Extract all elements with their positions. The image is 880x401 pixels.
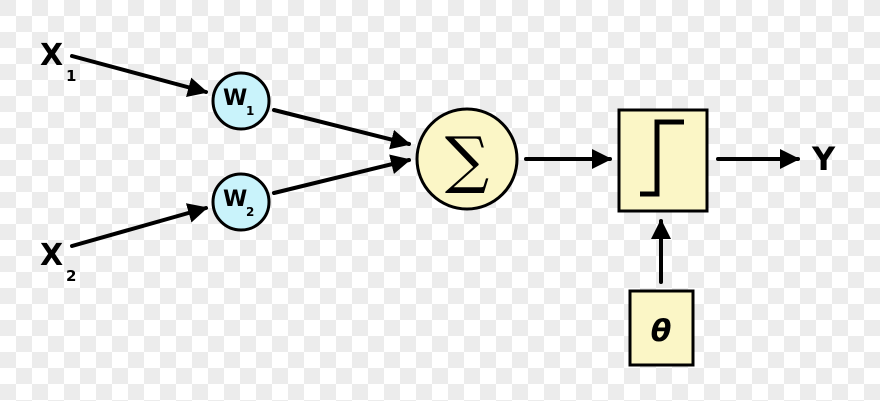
output-y-label: Y: [811, 140, 836, 178]
activation-box: [617, 108, 709, 213]
summation-node: ∑: [415, 107, 519, 211]
weight-w2-subscript: 2: [246, 205, 254, 219]
weight-w2-letter: W: [223, 187, 247, 212]
input-x1-letter: X: [40, 38, 63, 73]
arrow-x2-to-w2: [70, 203, 208, 248]
threshold-symbol: θ: [651, 314, 672, 349]
activation-step-box: [617, 108, 709, 213]
arrow-w2-to-sum: [272, 154, 411, 195]
threshold-node: θ: [628, 289, 695, 367]
input-x1-subscript: 1: [66, 67, 76, 85]
input-x2: X 2: [40, 238, 76, 285]
summation-circle: [415, 107, 519, 211]
input-x1: X 1: [40, 38, 76, 85]
step-function-icon: [640, 119, 684, 197]
weight-w1-letter: W: [223, 86, 247, 111]
input-x2-subscript: 2: [66, 267, 76, 285]
threshold-box: [628, 289, 695, 367]
input-x2-letter: X: [40, 238, 63, 273]
weight-node-w2: W 2: [211, 172, 271, 232]
arrow-x1-to-w1: [70, 54, 208, 97]
arrow-w1-to-sum: [272, 108, 411, 150]
weight-node-w1: W 1: [211, 71, 271, 131]
weight-w1-circle: [211, 71, 271, 131]
weight-w2-circle: [211, 172, 271, 232]
weight-w1-subscript: 1: [246, 104, 254, 118]
summation-symbol: ∑: [445, 123, 489, 196]
